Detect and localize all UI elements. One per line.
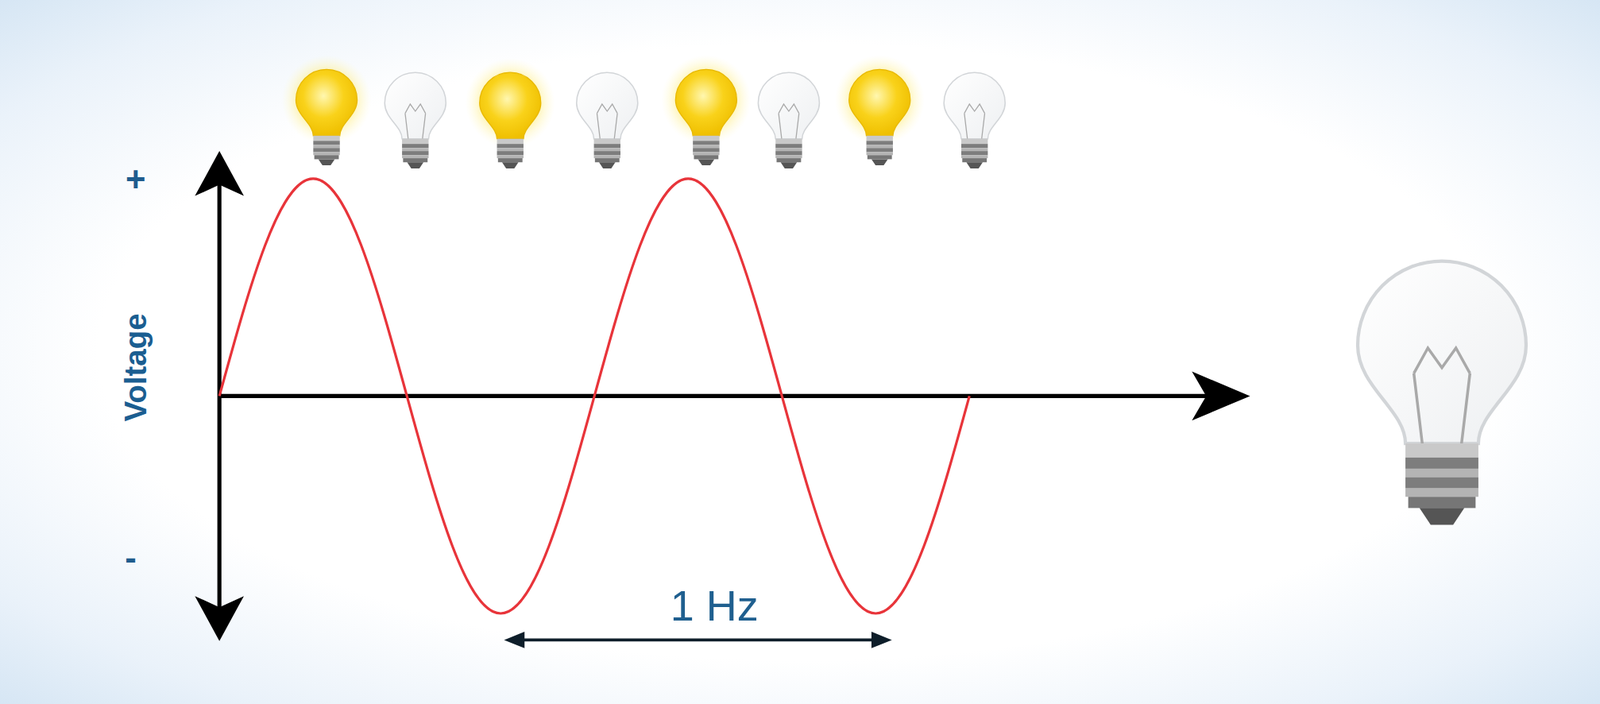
lit-bulb xyxy=(660,54,751,166)
unlit-bulb xyxy=(757,72,820,169)
period-arrowhead xyxy=(871,631,893,649)
unlit-bulb xyxy=(576,72,638,169)
lit-bulb xyxy=(465,57,556,169)
sine-wave xyxy=(219,178,970,614)
axis-arrowhead xyxy=(1191,371,1250,422)
polarity-sign: + xyxy=(125,162,147,198)
polarity-sign: - xyxy=(124,540,137,576)
period-arrow xyxy=(520,637,876,642)
lit-bulb xyxy=(282,54,372,166)
large-unlit-bulb xyxy=(1357,261,1527,526)
lit-bulb xyxy=(834,54,925,166)
time-axis xyxy=(219,394,1214,399)
frequency-label: 1 Hz xyxy=(670,584,759,628)
unlit-bulb xyxy=(943,72,1005,169)
unlit-bulb xyxy=(384,72,446,169)
axis-arrowhead xyxy=(194,595,244,642)
axis-arrowhead xyxy=(194,150,244,197)
axis-title: Voltage xyxy=(120,313,152,422)
period-arrowhead xyxy=(504,631,526,649)
